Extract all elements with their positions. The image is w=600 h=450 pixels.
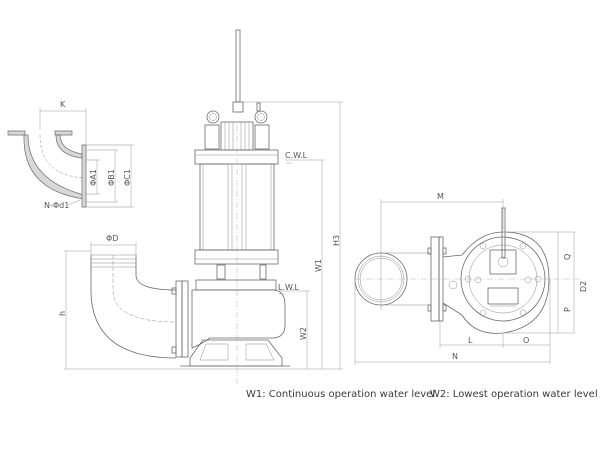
bolt-hole-1 <box>479 242 487 250</box>
label-l: L <box>468 336 473 345</box>
cable-gland-right <box>259 264 267 280</box>
label-k: K <box>60 100 66 109</box>
plan-bolt-4 <box>442 304 447 312</box>
label-o: O <box>523 336 529 345</box>
volute-plan-outline <box>442 231 550 334</box>
top-flange-left <box>7 130 26 136</box>
label-h3: H3 <box>332 235 341 246</box>
label-h: h <box>58 311 67 316</box>
label-q: Q <box>563 254 572 260</box>
elbow-centerline <box>39 134 85 179</box>
cover-right <box>254 124 270 150</box>
base-stand <box>189 339 283 367</box>
eye-bolt-right-inner <box>257 113 265 121</box>
eye-bolt-left-inner <box>209 113 217 121</box>
pump-flange <box>195 279 277 291</box>
junction-box <box>489 249 517 275</box>
rod-base <box>232 101 244 113</box>
label-n: N <box>452 352 458 361</box>
plan-flange-mate <box>438 236 444 322</box>
discharge-flange <box>175 280 183 358</box>
discharge-flange-mate <box>181 280 189 358</box>
legend-w2: W2: Lowest operation water level <box>430 389 598 400</box>
label-w2: W2 <box>299 327 308 340</box>
eye-bolt-right <box>254 110 268 124</box>
vent-pipe <box>256 102 261 112</box>
elbow-inner-wall <box>55 134 83 159</box>
label-lwl: L.W.L <box>278 283 300 292</box>
volute-casing <box>191 289 286 349</box>
nameplate <box>487 287 519 305</box>
elbow-center <box>112 255 177 323</box>
plan-bolt-3 <box>442 247 447 255</box>
flange-bolt-bottom <box>171 346 177 354</box>
flange-bolt-top <box>171 287 177 295</box>
stand-window-right <box>245 343 275 361</box>
plan-lifting-rod <box>501 207 506 259</box>
fin-lines <box>224 122 250 150</box>
cable-gland-left <box>216 264 226 280</box>
bolt-hole-6 <box>519 309 527 317</box>
bolt-hole-3 <box>464 275 472 283</box>
elbow-outer <box>90 255 177 359</box>
side-flange <box>81 144 87 208</box>
plan-view: M <box>354 192 588 365</box>
label-cwl: C.W.L <box>285 151 308 160</box>
label-phi-b1: ΦB1 <box>107 169 116 186</box>
motor-top-flange <box>194 149 279 165</box>
lifting-lug-right <box>524 276 532 284</box>
label-p: P <box>563 307 572 312</box>
d1-leader <box>67 199 81 206</box>
bolt-hole-2 <box>519 242 527 250</box>
top-flange-right <box>54 130 73 136</box>
label-d2: D2 <box>579 281 588 292</box>
plan-bolt-2 <box>427 304 432 312</box>
label-w1: W1 <box>314 259 323 272</box>
motor-bottom-flange <box>194 249 279 265</box>
side-boss <box>448 280 458 290</box>
lifting-rod <box>235 29 241 103</box>
label-n-phi-d1: N-Φd1 <box>44 201 69 210</box>
stand-window-left <box>199 343 229 361</box>
label-phi-d: ΦD <box>106 234 118 243</box>
plan-bolt-1 <box>427 247 432 255</box>
eye-bolt-left <box>206 110 220 124</box>
pipe-mid-circle <box>357 255 405 303</box>
label-m: M <box>437 192 444 201</box>
junction-center <box>497 256 509 268</box>
bolt-hole-4 <box>534 275 542 283</box>
pipe-inner-circle <box>359 257 403 301</box>
motor-inner-circle <box>468 244 538 314</box>
front-elevation: ΦD h C.W.L L.W.L W1 W2 H3 <box>58 29 343 385</box>
bolt-hole-5 <box>479 309 487 317</box>
label-phi-c1: ΦC1 <box>123 169 132 186</box>
label-phi-a1: ΦA1 <box>89 169 98 186</box>
cover-left <box>204 124 220 150</box>
elbow-outer-wall <box>23 134 85 200</box>
motor-outer-circle <box>460 236 546 322</box>
elbow-inner <box>135 255 177 291</box>
lifting-lug-left <box>474 276 482 284</box>
legend-w1: W1: Continuous operation water level <box>246 389 435 400</box>
elbow-flange-detail: K ΦA1 ΦB1 ΦC1 N-Φd1 <box>7 100 134 210</box>
legend: W1: Continuous operation water level W2:… <box>246 389 598 400</box>
